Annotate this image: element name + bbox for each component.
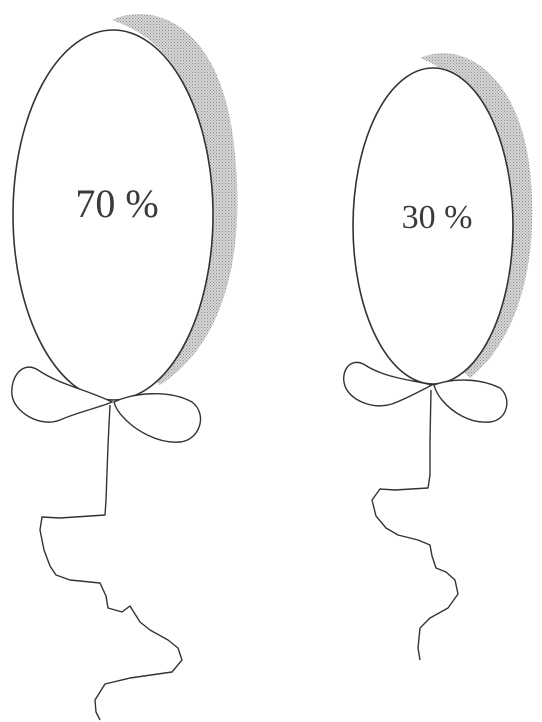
balloon-right-bow-right bbox=[434, 380, 507, 422]
balloon-left-label: 70 % bbox=[75, 181, 158, 226]
balloon-left: 70 % bbox=[12, 14, 238, 720]
balloon-left-string bbox=[40, 405, 182, 720]
balloon-right-label: 30 % bbox=[402, 199, 473, 236]
balloon-right-string bbox=[372, 390, 458, 660]
balloon-right: 30 % bbox=[344, 53, 533, 660]
balloon-left-bow-right bbox=[114, 394, 201, 442]
